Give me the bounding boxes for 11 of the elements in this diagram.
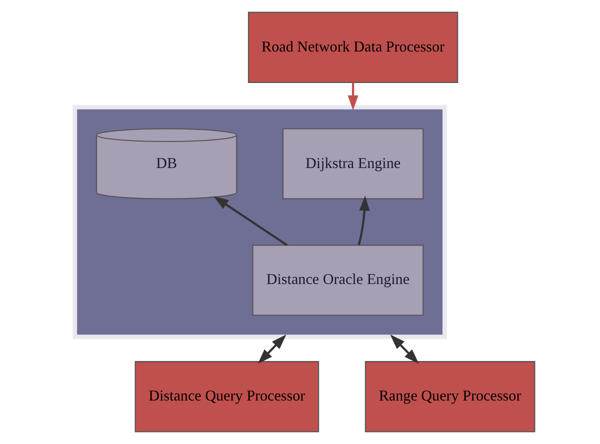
- node-box: Range Query Processor: [364, 361, 535, 432]
- arrow: [212, 196, 288, 246]
- arrow: [257, 334, 286, 364]
- arrow: [357, 196, 370, 246]
- cluster: [72, 105, 446, 339]
- node-box: Distance Oracle Engine: [252, 244, 424, 316]
- node-box: Dijkstra Engine: [282, 128, 424, 200]
- node-box: Distance Query Processor: [134, 361, 319, 432]
- node-box: Road Network Data Processor: [247, 12, 458, 83]
- arrow: [347, 82, 358, 110]
- arrow: [390, 334, 418, 364]
